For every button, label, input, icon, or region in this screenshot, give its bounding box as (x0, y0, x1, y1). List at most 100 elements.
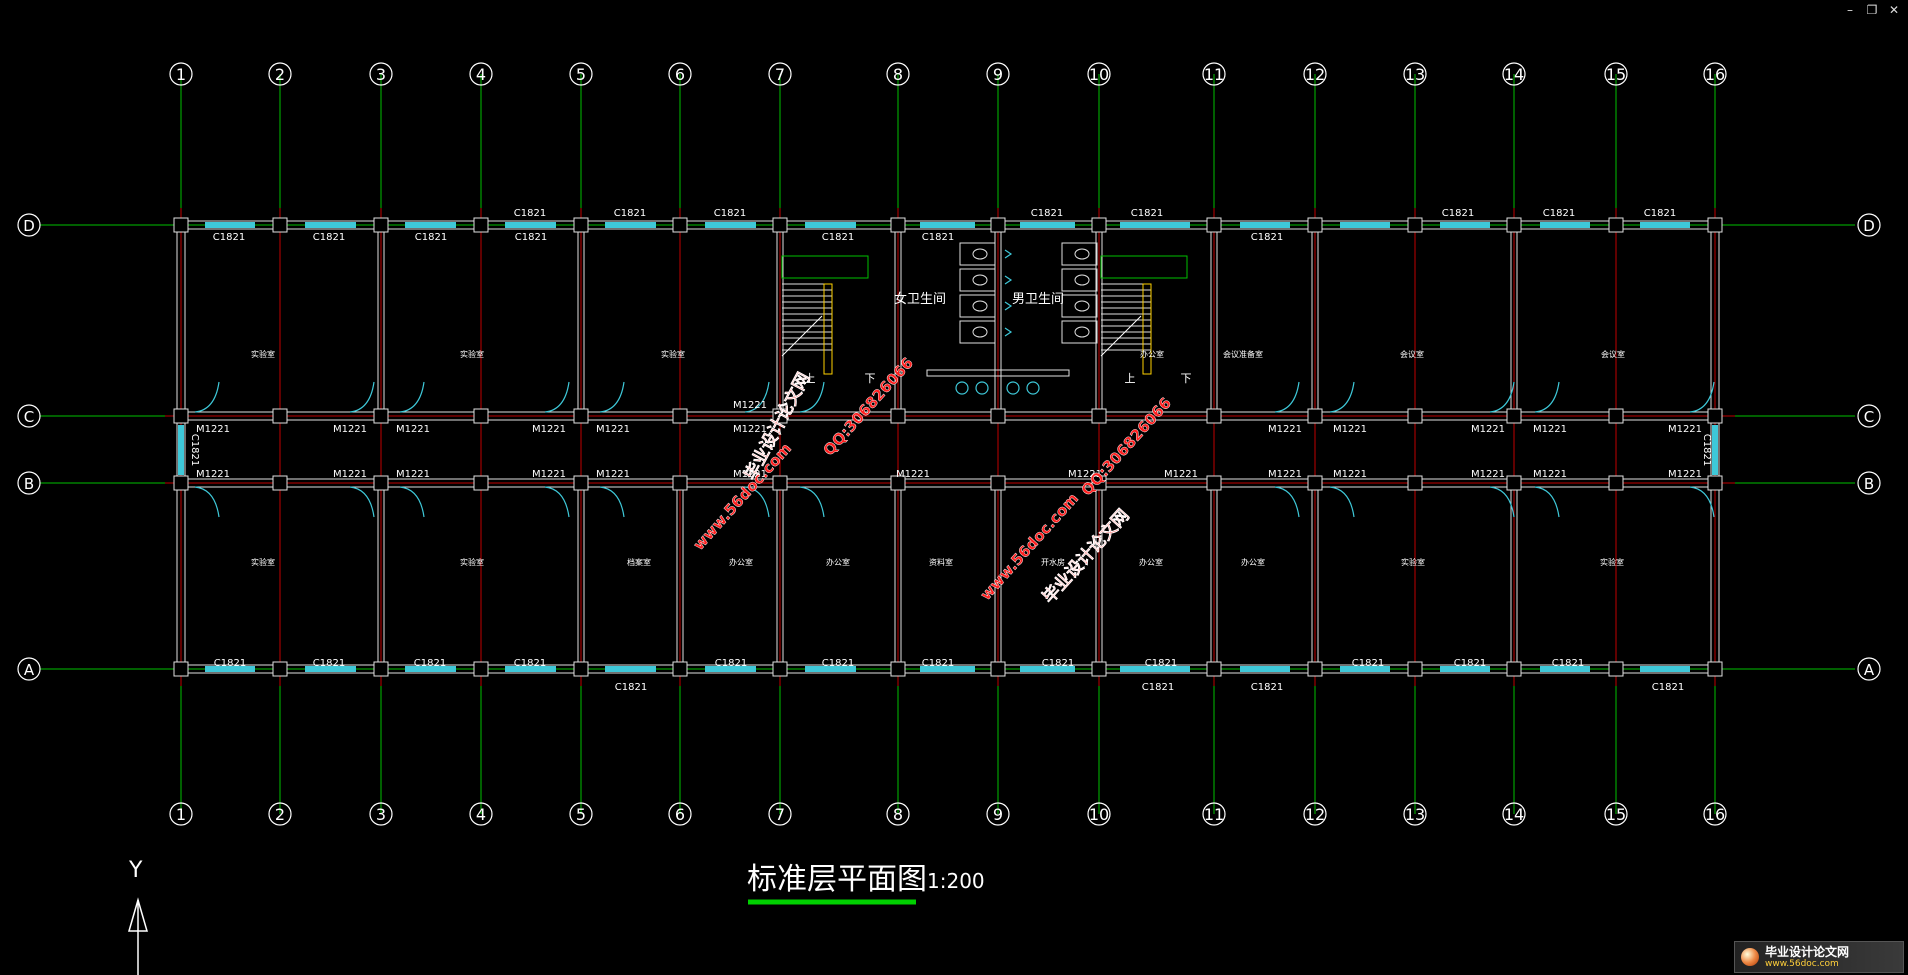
grid-bubble-label: 8 (893, 65, 903, 84)
window-label: C1821 (715, 658, 747, 669)
column (1506, 217, 1522, 233)
grid-bubble-label: 9 (993, 805, 1003, 824)
room-label: 实验室 (460, 349, 484, 359)
grid-bubble-2 (268, 62, 292, 86)
window (405, 666, 456, 672)
column (1707, 475, 1723, 491)
toilet (972, 274, 988, 286)
column (890, 661, 906, 677)
window-label: C1821 (1552, 658, 1584, 669)
door-label: M1221 (333, 469, 367, 480)
grid-bubble-label: A (24, 661, 35, 679)
window-label: C1821 (1251, 682, 1283, 693)
grid-bubble-label: 6 (675, 65, 685, 84)
grid-bubble-2 (268, 802, 292, 826)
toilet-stall (1061, 268, 1098, 292)
grid-bubble-15 (1604, 802, 1628, 826)
window-label: C1821 (313, 658, 345, 669)
window-label: C1821 (1644, 208, 1676, 219)
window-label: C1821 (1543, 208, 1575, 219)
window (505, 222, 556, 228)
room-label: 办公室 (1140, 349, 1164, 359)
room-label: 档案室 (627, 557, 651, 567)
column (1206, 217, 1222, 233)
door-swing (1274, 486, 1300, 518)
grid-bubble-6 (668, 62, 692, 86)
grid-bubble-B (17, 471, 41, 495)
window (805, 222, 856, 228)
window-label: C1821 (922, 232, 954, 243)
grid-bubble-B (1857, 471, 1881, 495)
grid-bubble-label: D (1863, 217, 1875, 235)
column (173, 217, 189, 233)
room-label: 开水房 (1041, 557, 1065, 567)
column (272, 217, 288, 233)
column (173, 408, 189, 424)
grid-bubble-label: 11 (1204, 805, 1224, 824)
fixtures (781, 242, 1188, 395)
toilet (1074, 300, 1090, 312)
door-label: M1221 (1268, 469, 1302, 480)
room-label: 会议室 (1400, 349, 1424, 359)
stair-up-label: 上 (1125, 372, 1136, 385)
urinal (1004, 301, 1013, 311)
column (473, 408, 489, 424)
window (1020, 222, 1075, 228)
toilet-stall (959, 242, 996, 266)
column (473, 661, 489, 677)
door-label: M1221 (1471, 469, 1505, 480)
grid-bubble-1 (169, 802, 193, 826)
grid-bubble-5 (569, 802, 593, 826)
plan-scale: 1:200 (927, 869, 985, 893)
door-label: M1221 (733, 469, 767, 480)
window-label: C1821 (214, 658, 246, 669)
column (1506, 475, 1522, 491)
column (573, 408, 589, 424)
grid-bubble-3 (369, 62, 393, 86)
wash-basin (1006, 381, 1020, 395)
column (1506, 408, 1522, 424)
window (1540, 222, 1590, 228)
door-label: M1221 (1068, 469, 1102, 480)
column (990, 408, 1006, 424)
minimize-icon[interactable]: – (1847, 3, 1853, 17)
grid-bubble-7 (768, 802, 792, 826)
window-label: C1821 (822, 658, 854, 669)
toilet-stall (959, 320, 996, 344)
grid-bubble-label: 2 (275, 65, 285, 84)
grid-bubble-9 (986, 802, 1010, 826)
close-icon[interactable]: ✕ (1888, 3, 1900, 17)
grid-bubble-label: D (23, 217, 35, 235)
partition (926, 369, 1070, 377)
window (1240, 222, 1290, 228)
grid-bubble-label: 16 (1705, 805, 1725, 824)
window-label: C1821 (1652, 682, 1684, 693)
urinal (1004, 275, 1013, 285)
grid-bubble-14 (1502, 62, 1526, 86)
column (173, 475, 189, 491)
door-swing (1534, 486, 1560, 518)
grid-bubble-12 (1303, 62, 1327, 86)
grid-bubble-5 (569, 62, 593, 86)
room-label: 资料室 (929, 557, 953, 567)
toilet-stall (1061, 294, 1098, 318)
window (305, 222, 356, 228)
window-label: C1821 (415, 232, 447, 243)
column (1307, 217, 1323, 233)
restore-icon[interactable]: ❐ (1866, 3, 1878, 17)
column (1091, 408, 1107, 424)
toilet (1074, 274, 1090, 286)
door-swing (194, 486, 220, 518)
grid-bubble-label: A (1864, 661, 1875, 679)
grid-bubble-label: 12 (1305, 65, 1325, 84)
door-label: M1221 (1164, 469, 1198, 480)
column (573, 661, 589, 677)
column (772, 408, 788, 424)
toilet (972, 326, 988, 338)
window (1120, 666, 1190, 672)
door-swing (544, 486, 570, 518)
grid-bubble-label: 12 (1305, 805, 1325, 824)
grid-bubble-11 (1202, 62, 1226, 86)
window-label: C1821 (213, 232, 245, 243)
